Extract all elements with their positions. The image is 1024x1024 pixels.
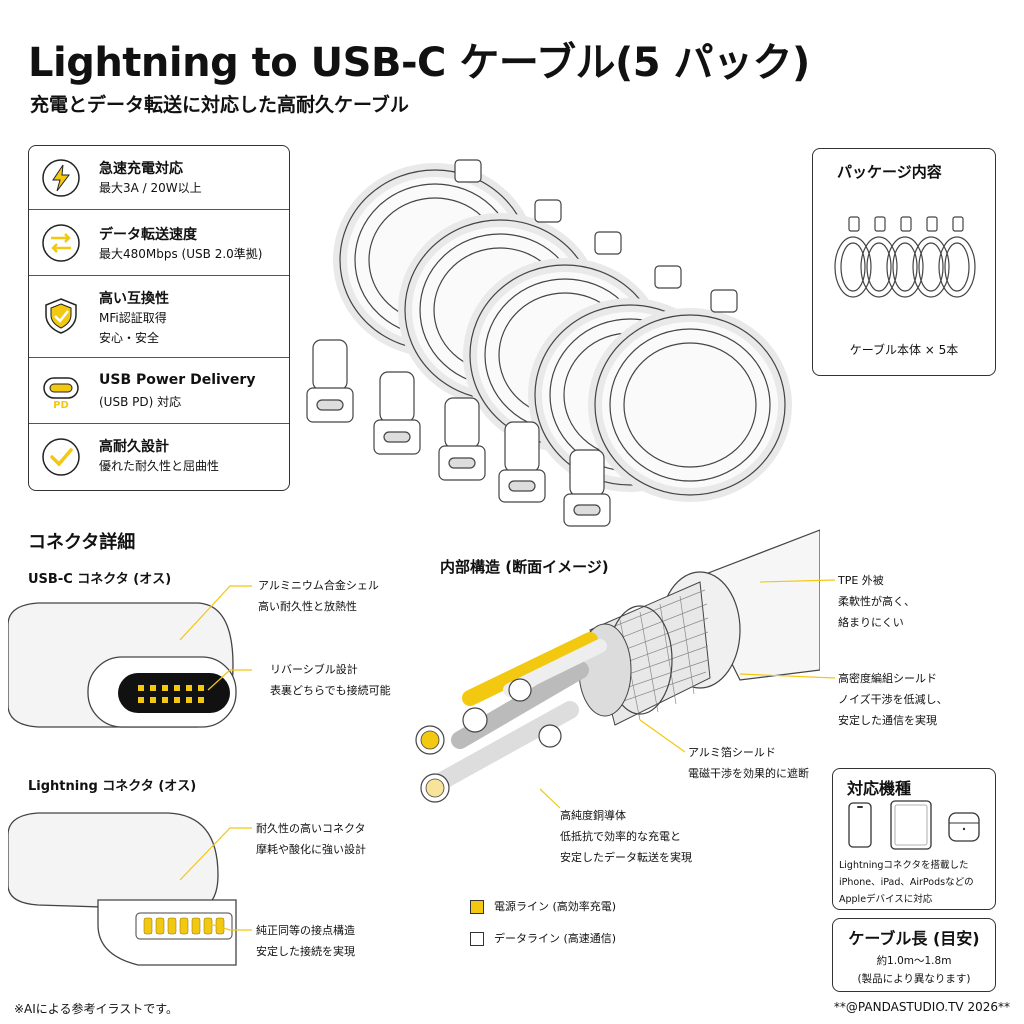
compatibility-panel: 対応機種 Lightningコネクタを搭載した iPhone、iPad、AirP… — [832, 768, 996, 910]
feature-data-speed: データ転送速度 最大480Mbps (USB 2.0準拠) — [29, 210, 289, 276]
usbc-connector-illustration — [8, 602, 237, 728]
ipad-icon — [890, 800, 932, 850]
feature-desc: MFi認証取得 — [99, 311, 167, 325]
features-panel: 急速充電対応 最大3A / 20W以上 データ転送速度 最大480Mbps (U… — [28, 145, 290, 491]
annotation-copper-conductor: 高純度銅導体 低抵抗で効率的な充電と 安定したデータ転送を実現 — [560, 809, 692, 864]
cable-coil — [563, 289, 792, 527]
devices-icon — [848, 800, 980, 850]
page-subtitle: 充電とデータ転送に対応した高耐久ケーブル — [30, 94, 409, 116]
iphone-icon — [848, 802, 872, 848]
legend-swatch-data — [470, 932, 484, 946]
pd-icon-text: PD — [53, 400, 69, 410]
cable-length-panel: ケーブル長 (目安) 約1.0m〜1.8m (製品により異なります) — [832, 918, 996, 992]
feature-title: 急速充電対応 — [99, 161, 183, 177]
annotation-braided-shield: 高密度編組シールド ノイズ干渉を低減し、 安定した通信を実現 — [838, 672, 948, 727]
checkmark-icon — [42, 438, 80, 476]
annotation-aluminum-shell: アルミニウム合金シェル 高い耐久性と放熱性 — [258, 579, 379, 613]
structure-section-title: 内部構造 (断面イメージ) — [440, 558, 609, 576]
package-title: パッケージ内容 — [837, 163, 942, 181]
annotation-foil-shield: アルミ箔シールド 電磁干渉を効果的に遮断 — [688, 746, 809, 780]
feature-desc: 最大480Mbps (USB 2.0準拠) — [99, 247, 263, 261]
feature-desc: 優れた耐久性と屈曲性 — [99, 459, 220, 473]
feature-title: 高耐久設計 — [99, 439, 169, 455]
feature-power-delivery: PD USB Power Delivery (USB PD) 対応 — [29, 358, 289, 424]
package-contents-panel: パッケージ内容 ケーブル本体 × 5本 — [812, 148, 996, 376]
airpods-case-icon — [948, 812, 980, 842]
footer-disclaimer: ※AIによる参考イラストです。 — [14, 1002, 179, 1016]
legend-swatch-power — [470, 900, 484, 914]
compatibility-title: 対応機種 — [847, 779, 912, 798]
cable-cross-section-illustration — [415, 529, 820, 803]
lightning-connector-label: Lightning コネクタ (オス) — [28, 779, 197, 794]
feature-desc: (USB PD) 対応 — [99, 395, 182, 409]
usbc-callout-lines — [179, 585, 252, 691]
structure-callout-lines — [540, 579, 836, 809]
shield-check-icon — [45, 298, 77, 334]
feature-title: 高い互換性 — [99, 291, 169, 307]
annotation-tpe-jacket: TPE 外被 柔軟性が高く、 絡まりにくい — [838, 574, 915, 629]
feature-compatibility: 高い互換性 MFi認証取得 安心・安全 — [29, 276, 289, 358]
page-title: Lightning to USB-C ケーブル(5 パック) — [28, 40, 810, 86]
cable-length-note: (製品により異なります) — [857, 973, 971, 985]
annotation-reversible: リバーシブル設計 表裏どちらでも接続可能 — [270, 663, 391, 697]
annotation-contact-structure: 純正同等の接点構造 安定した接続を実現 — [256, 924, 355, 958]
usbc-connector-label: USB-C コネクタ (オス) — [28, 572, 172, 587]
feature-title: データ転送速度 — [99, 227, 197, 243]
feature-desc: 最大3A / 20W以上 — [99, 181, 202, 195]
feature-fast-charge: 急速充電対応 最大3A / 20W以上 — [29, 146, 289, 210]
package-content: ケーブル本体 × 5本 — [849, 343, 959, 357]
power-delivery-icon: PD — [43, 377, 79, 410]
transfer-arrows-icon — [42, 224, 80, 262]
lightning-callout-lines — [179, 827, 252, 931]
lightning-bolt-icon — [42, 159, 80, 197]
feature-desc: 安心・安全 — [99, 331, 160, 345]
footer-credit: **@PANDASTUDIO.TV 2026** — [833, 1000, 1010, 1014]
feature-durability: 高耐久設計 優れた耐久性と屈曲性 — [29, 424, 289, 490]
coiled-cables-illustration — [306, 159, 792, 527]
annotation-durable-connector: 耐久性の高いコネクタ 摩耗や酸化に強い設計 — [256, 822, 366, 856]
cable-length-title: ケーブル長 (目安) — [848, 929, 980, 948]
package-cables-icon — [834, 216, 976, 298]
compatibility-description: Lightningコネクタを搭載した iPhone、iPad、AirPodsなど… — [839, 860, 974, 905]
cable-length-value: 約1.0m〜1.8m — [876, 955, 952, 967]
connector-section-title: コネクタ詳細 — [28, 532, 136, 553]
lightning-connector-illustration — [8, 812, 237, 966]
feature-title: USB Power Delivery — [99, 372, 256, 388]
